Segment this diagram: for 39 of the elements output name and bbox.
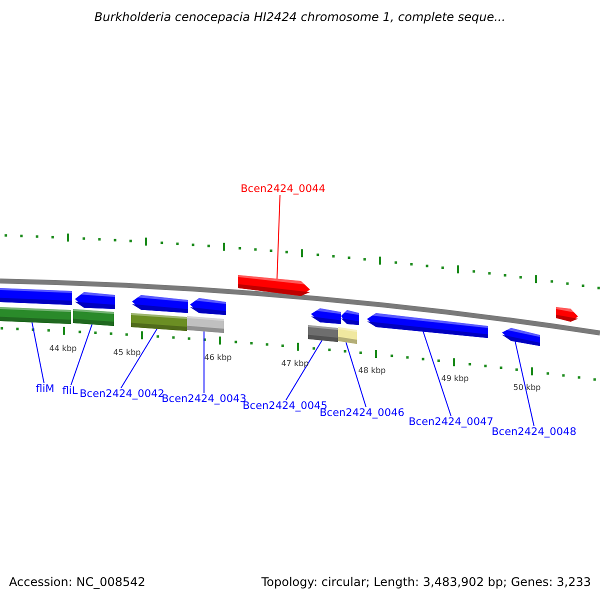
- scale-label: 45 kbp: [113, 348, 141, 358]
- leader-line: [32, 322, 44, 384]
- gene-feature: [311, 308, 341, 324]
- scale-label: 47 kbp: [281, 359, 309, 369]
- gene-feature: [556, 307, 578, 322]
- gene-label: Bcen2424_0048: [492, 426, 576, 438]
- leader-line: [514, 340, 534, 426]
- gene-label: Bcen2424_0047: [408, 416, 494, 428]
- gene-label: Bcen2424_0044: [240, 183, 326, 195]
- gene-feature: [132, 295, 188, 313]
- leader-line: [70, 324, 92, 386]
- gene-feature: [131, 313, 187, 331]
- scale-label: 49 kbp: [441, 374, 469, 384]
- gene-label: fliL: [62, 385, 78, 397]
- gene-feature: [308, 325, 338, 342]
- leader-line: [120, 328, 158, 388]
- leader-line: [346, 342, 366, 408]
- gene-feature: [75, 292, 115, 309]
- scale-label: 50 kbp: [513, 383, 541, 393]
- scale-label: 44 kbp: [49, 344, 77, 354]
- scale-label: 48 kbp: [358, 366, 386, 376]
- gene-feature: [187, 316, 224, 333]
- leader-line: [286, 340, 322, 400]
- leader-line: [276, 194, 280, 280]
- gene-feature: [0, 288, 72, 305]
- gene-feature: [502, 327, 540, 346]
- scale-label: 46 kbp: [204, 353, 232, 363]
- title: Burkholderia cenocepacia HI2424 chromosome 1, complete seque...: [94, 10, 506, 24]
- gene-feature: [367, 313, 488, 338]
- gene-feature: [341, 310, 359, 325]
- genome-summary-text: Topology: circular; Length: 3,483,902 bp; Genes: 3,233: [261, 575, 591, 589]
- gene-feature: [338, 327, 357, 344]
- gene-feature: [238, 275, 310, 296]
- gene-feature: [73, 309, 114, 326]
- gene-label: fliM: [36, 383, 54, 395]
- gene-feature: [0, 307, 71, 324]
- leader-line: [422, 330, 452, 416]
- gene-feature: [190, 298, 226, 315]
- accession-text: Accession: NC_008542: [9, 575, 146, 589]
